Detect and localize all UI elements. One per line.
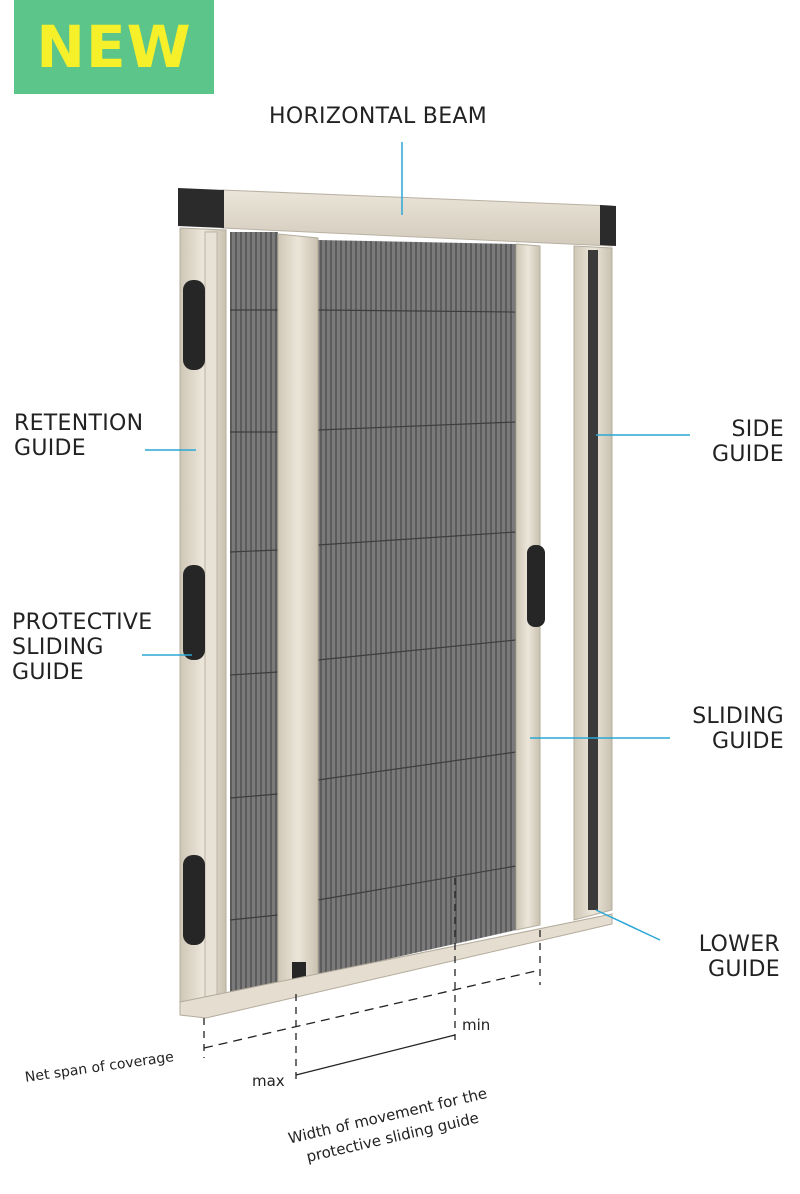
handle-top bbox=[183, 280, 205, 370]
label-protective-sliding-guide: PROTECTIVE SLIDING GUIDE bbox=[12, 610, 153, 685]
movement-width-dimension-line bbox=[295, 1034, 456, 1076]
leader-lower-guide bbox=[595, 909, 661, 941]
handle-bottom bbox=[183, 855, 205, 945]
main-mesh-panel bbox=[318, 240, 516, 975]
new-badge: NEW bbox=[14, 0, 214, 94]
retention-guide-rail bbox=[204, 231, 218, 1003]
lower-guide bbox=[179, 913, 613, 1019]
handle-middle bbox=[183, 565, 205, 660]
new-badge-text: NEW bbox=[36, 13, 192, 81]
leader-lines bbox=[142, 142, 690, 941]
dimension-max-label: max bbox=[252, 1072, 285, 1090]
label-side-guide: SIDE GUIDE bbox=[712, 417, 784, 467]
label-retention-guide: RETENTION GUIDE bbox=[14, 411, 144, 461]
protective-sliding-guide-profile bbox=[277, 233, 319, 989]
left-mesh-panel bbox=[230, 232, 278, 998]
mesh-pleat-lines bbox=[229, 309, 517, 921]
dimension-min-label: min bbox=[462, 1016, 491, 1034]
dimension-lines bbox=[203, 878, 541, 1080]
label-lower-guide: LOWER GUIDE bbox=[698, 932, 780, 982]
beam-right-endcap bbox=[600, 205, 616, 246]
label-horizontal-beam: HORIZONTAL BEAM bbox=[269, 104, 488, 129]
label-sliding-guide: SLIDING GUIDE bbox=[692, 704, 784, 754]
net-span-dimension-line bbox=[203, 969, 541, 1049]
side-guide-rail bbox=[588, 250, 598, 910]
sliding-guide-handle bbox=[527, 545, 545, 627]
beam-left-endcap bbox=[178, 188, 224, 228]
